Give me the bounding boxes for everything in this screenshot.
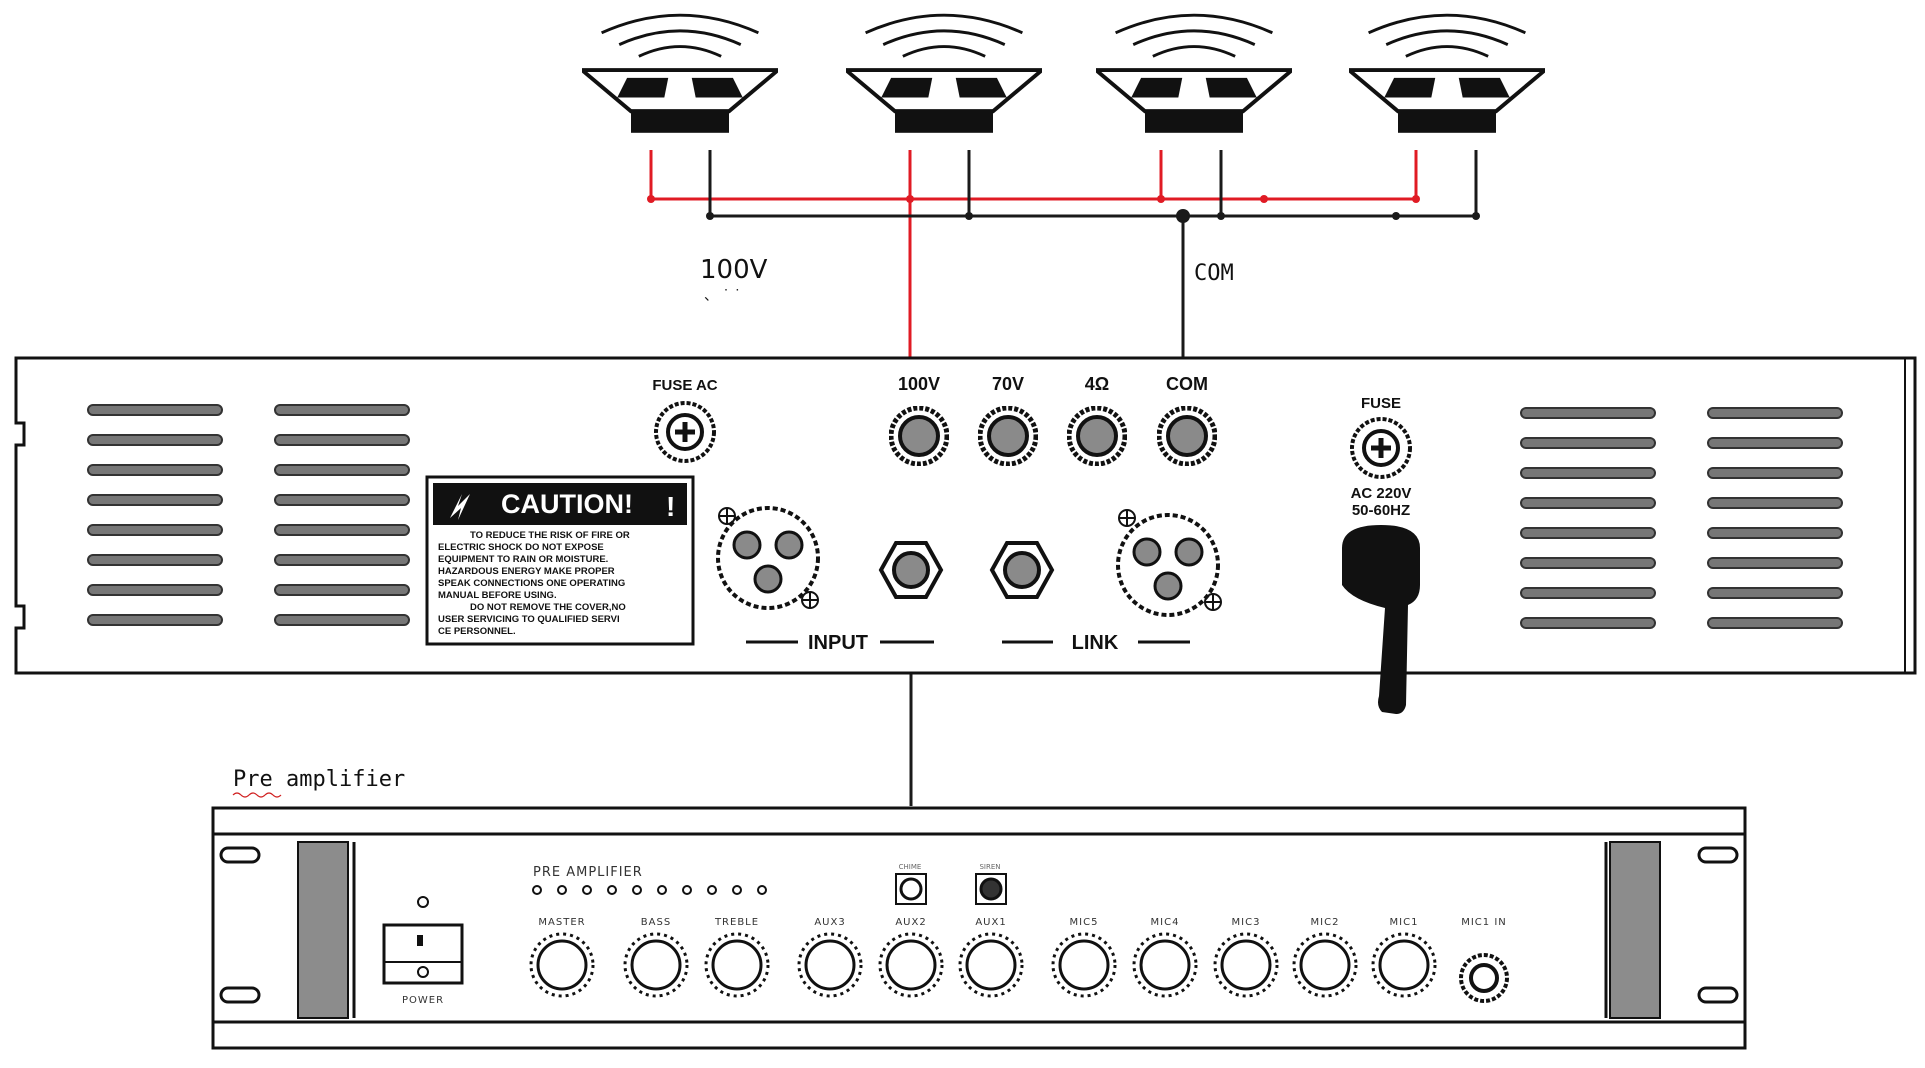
output-label-4ohm: 4Ω	[1085, 374, 1109, 394]
right-vents	[1520, 407, 1843, 629]
output-jack-4ohm[interactable]	[1069, 408, 1125, 464]
caution-label: CAUTION! ! TO REDUCE THE RISK OF FIRE OR…	[425, 475, 695, 646]
right-rack-rail	[1609, 841, 1661, 1019]
chime-label: CHIME	[899, 863, 922, 871]
rack-hole	[1697, 846, 1739, 864]
output-label-com: COM	[1166, 374, 1208, 394]
fuse-holder[interactable]	[1350, 417, 1412, 479]
knob-label-aux2: AUX2	[895, 917, 926, 928]
knob-label-aux3: AUX3	[814, 917, 845, 928]
knob-label-mic1: MIC1	[1390, 917, 1419, 928]
knob-labels: MASTER BASS TREBLE AUX3 AUX2 AUX1 MIC5 M…	[538, 917, 1507, 928]
loudspeaker-icon	[1096, 15, 1292, 133]
siren-label: SIREN	[979, 863, 1000, 871]
knob-label-mic3: MIC3	[1232, 917, 1261, 928]
mic-in-label: MIC1 IN	[1461, 917, 1507, 928]
rack-hole	[1697, 986, 1739, 1004]
pre-amplifier-front-panel: POWER PRE AMPLIFIER CHIME SIREN	[211, 806, 1747, 1050]
input-xlr-connector[interactable]	[716, 506, 820, 610]
lightning-icon	[450, 494, 470, 520]
input-section-label: INPUT	[808, 632, 868, 654]
siren-button[interactable]	[975, 873, 1007, 905]
input-phone-jack[interactable]	[878, 541, 944, 599]
left-vents	[87, 404, 410, 626]
rack-hole	[219, 846, 261, 864]
output-label-100v: 100V	[898, 374, 940, 394]
link-xlr-connector[interactable]	[1116, 513, 1220, 617]
output-label-70v: 70V	[992, 374, 1024, 394]
knob-label-master: MASTER	[538, 917, 585, 928]
hot-bus-wire	[649, 150, 1418, 201]
link-section-label: LINK	[1072, 632, 1119, 654]
pre-amplifier-caption: Pre amplifier	[233, 767, 405, 792]
ground-mark	[718, 507, 1222, 611]
common-bus-wire	[708, 150, 1478, 218]
knob-label-mic4: MIC4	[1151, 917, 1180, 928]
rack-hole	[219, 986, 261, 1004]
power-rating-frequency: 50-60HZ	[1352, 502, 1410, 519]
left-rack-rail	[297, 841, 349, 1019]
output-jack-com[interactable]	[1159, 408, 1215, 464]
fuse-label: FUSE	[1361, 395, 1401, 412]
hot-wire-sublabel: 、 ˙ ˙	[704, 288, 741, 304]
mic-in-jack[interactable]	[1459, 953, 1509, 1003]
power-led	[417, 896, 429, 908]
link-phone-jack[interactable]	[989, 541, 1055, 599]
output-jack-100v[interactable]	[891, 408, 947, 464]
power-amplifier-rear-panel: FUSE AC 100V 70V 4Ω COM CAUTION! ! TO RE…	[14, 356, 1917, 714]
output-jack-70v[interactable]	[980, 408, 1036, 464]
knob-label-bass: BASS	[641, 917, 671, 928]
loudspeaker-icon	[1349, 15, 1545, 133]
common-wire-label: COM	[1194, 261, 1234, 286]
speaker-outputs: 100V 70V 4Ω COM	[891, 374, 1215, 464]
fuse-ac-label: FUSE AC	[652, 377, 717, 394]
power-switch[interactable]	[382, 923, 464, 985]
level-leds	[532, 885, 767, 895]
loudspeaker-icon	[582, 15, 778, 133]
pre-amplifier-panel-title: PRE AMPLIFIER	[533, 865, 643, 880]
chime-button[interactable]	[895, 873, 927, 905]
knob-label-treble: TREBLE	[714, 917, 759, 928]
hot-wire-label: 100V	[700, 255, 768, 285]
exclamation-icon: !	[666, 491, 675, 522]
speakers	[582, 15, 1545, 133]
knob-label-mic5: MIC5	[1070, 917, 1099, 928]
caution-title: CAUTION!	[501, 489, 633, 519]
fuse-ac-holder[interactable]	[654, 401, 716, 463]
loudspeaker-icon	[846, 15, 1042, 133]
knob-label-aux1: AUX1	[975, 917, 1006, 928]
power-label: POWER	[402, 995, 444, 1006]
power-cord-icon	[1342, 525, 1420, 714]
power-rating-voltage: AC 220V	[1351, 485, 1412, 502]
caution-body: TO REDUCE THE RISK OF FIRE OR ELECTRIC S…	[438, 530, 632, 637]
knob-label-mic2: MIC2	[1311, 917, 1340, 928]
